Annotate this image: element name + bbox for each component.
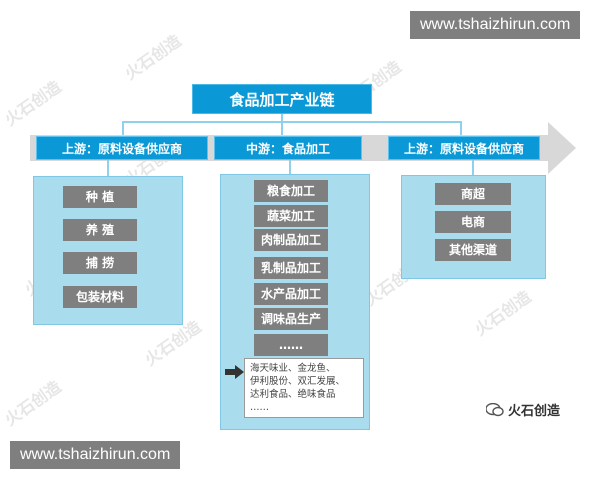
watermark: 火石创造: [1, 377, 65, 430]
wechat-icon: [486, 402, 504, 416]
upstream-item: 捕 捞: [63, 252, 137, 274]
connector-line: [122, 121, 124, 136]
watermark: 火石创造: [1, 77, 65, 130]
midstream-item: 调味品生产: [254, 308, 328, 330]
connector-line: [107, 160, 109, 176]
stage-downstream: 上游：原料设备供应商: [388, 136, 540, 160]
downstream-item: 电商: [435, 211, 511, 233]
midstream-item: 乳制品加工: [254, 257, 328, 279]
connector-line: [472, 160, 474, 176]
upstream-item: 养 殖: [63, 219, 137, 241]
connector-line: [122, 121, 462, 123]
upstream-item: 包装材料: [63, 286, 137, 308]
company-line: 海天味业、金龙鱼、: [250, 363, 336, 374]
company-line: 伊利股份、双汇发展、: [250, 376, 346, 387]
upstream-item: 种 植: [63, 186, 137, 208]
connector-line: [281, 114, 283, 122]
stage-upstream: 上游：原料设备供应商: [36, 136, 208, 160]
representative-companies: 海天味业、金龙鱼、 伊利股份、双汇发展、 达利食品、绝味食品 ……: [244, 358, 364, 418]
stage-midstream: 中游：食品加工: [214, 136, 362, 160]
company-line: 达利食品、绝味食品: [250, 389, 336, 400]
diagram-title: 食品加工产业链: [192, 84, 372, 114]
pointer-arrow-icon: [225, 365, 244, 379]
midstream-item: 粮食加工: [254, 180, 328, 202]
downstream-item: 其他渠道: [435, 239, 511, 261]
watermark: 火石创造: [471, 287, 535, 340]
brand-logo: 火石创造: [486, 400, 560, 419]
watermark: 火石创造: [121, 31, 185, 84]
connector-line: [460, 121, 462, 136]
midstream-item: ……: [254, 334, 328, 356]
logo-text: 火石创造: [508, 404, 561, 419]
company-line: ……: [250, 402, 269, 413]
connector-line: [281, 121, 283, 136]
midstream-item: 肉制品加工: [254, 229, 328, 251]
downstream-item: 商超: [435, 183, 511, 205]
midstream-item: 蔬菜加工: [254, 205, 328, 227]
process-arrow-tip: [548, 122, 576, 174]
url-banner-bottom: www.tshaizhirun.com: [10, 441, 181, 469]
connector-line: [289, 160, 291, 174]
midstream-item: 水产品加工: [254, 283, 328, 305]
url-banner-top: www.tshaizhirun.com: [410, 11, 581, 39]
